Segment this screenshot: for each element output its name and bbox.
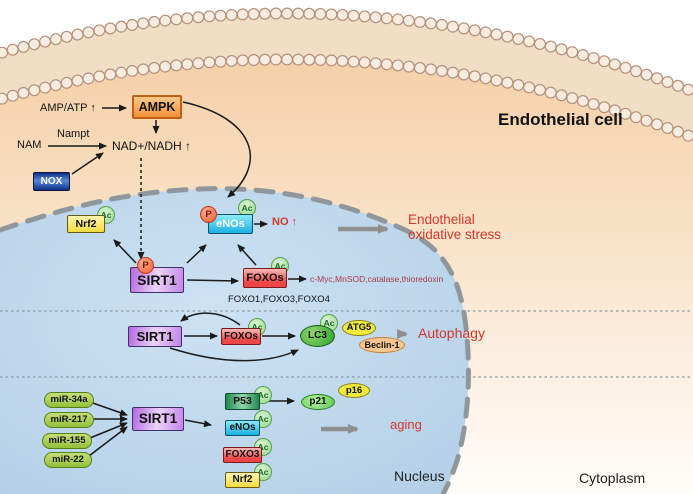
node-ampk: AMPK: [132, 95, 182, 119]
label-nam: NAM: [17, 139, 42, 151]
node-mir-34a: miR-34a: [44, 392, 94, 408]
nuclear-envelope: [0, 186, 471, 494]
label-autophagy-outcome: Autophagy: [418, 325, 485, 341]
node-nrf2: Nrf2: [67, 215, 105, 233]
node-mir-155: miR-155: [42, 433, 92, 449]
label-no-up: NO ↑: [272, 216, 298, 228]
label-amp-atp: AMP/ATP ↑: [40, 102, 96, 114]
label-nampt: Nampt: [57, 128, 90, 140]
node-mir-22: miR-22: [44, 452, 92, 468]
node-p21: p21: [301, 394, 335, 410]
label-oxidative-stress-outcome: Endothelial oxidative stress: [408, 212, 502, 242]
node-p53: P53: [225, 393, 260, 410]
cell-membrane: [0, 7, 693, 144]
node-enos-aging: eNOs: [225, 420, 260, 436]
label-nucleus: Nucleus: [394, 468, 445, 484]
node-nox: NOX: [33, 172, 70, 191]
label-aging-outcome: aging: [390, 417, 422, 432]
node-nrf2-aging: Nrf2: [225, 472, 260, 488]
node-mir-217: miR-217: [44, 412, 94, 428]
node-enos-oxidative: eNOs: [208, 214, 253, 234]
phospho-badge: P: [200, 206, 217, 223]
phospho-badge: P: [137, 257, 154, 274]
acetyl-badge: Ac: [238, 199, 256, 217]
label-cytoplasm: Cytoplasm: [579, 470, 646, 486]
cell-title: Endothelial cell: [498, 110, 623, 129]
node-lc3: LC3: [300, 325, 335, 347]
node-foxos-autophagy: FOXOs: [221, 328, 261, 345]
label-foxo-isoforms: FOXO1,FOXO3,FOXO4: [228, 294, 330, 305]
node-sirt1-aging: SIRT1: [132, 407, 184, 431]
node-atg5: ATG5: [342, 320, 376, 336]
node-foxo3: FOXO3: [223, 447, 262, 463]
node-sirt1-autophagy: SIRT1: [128, 326, 182, 347]
node-foxos-oxidative: FOXOs: [243, 268, 287, 288]
node-beclin1: Beclin-1: [359, 337, 405, 353]
node-p16: p16: [338, 383, 370, 398]
label-foxo-targets: c-Myc,MnSOD,catalase,thioredoxin: [310, 274, 444, 284]
label-nad-nadh: NAD+/NADH ↑: [112, 139, 192, 153]
